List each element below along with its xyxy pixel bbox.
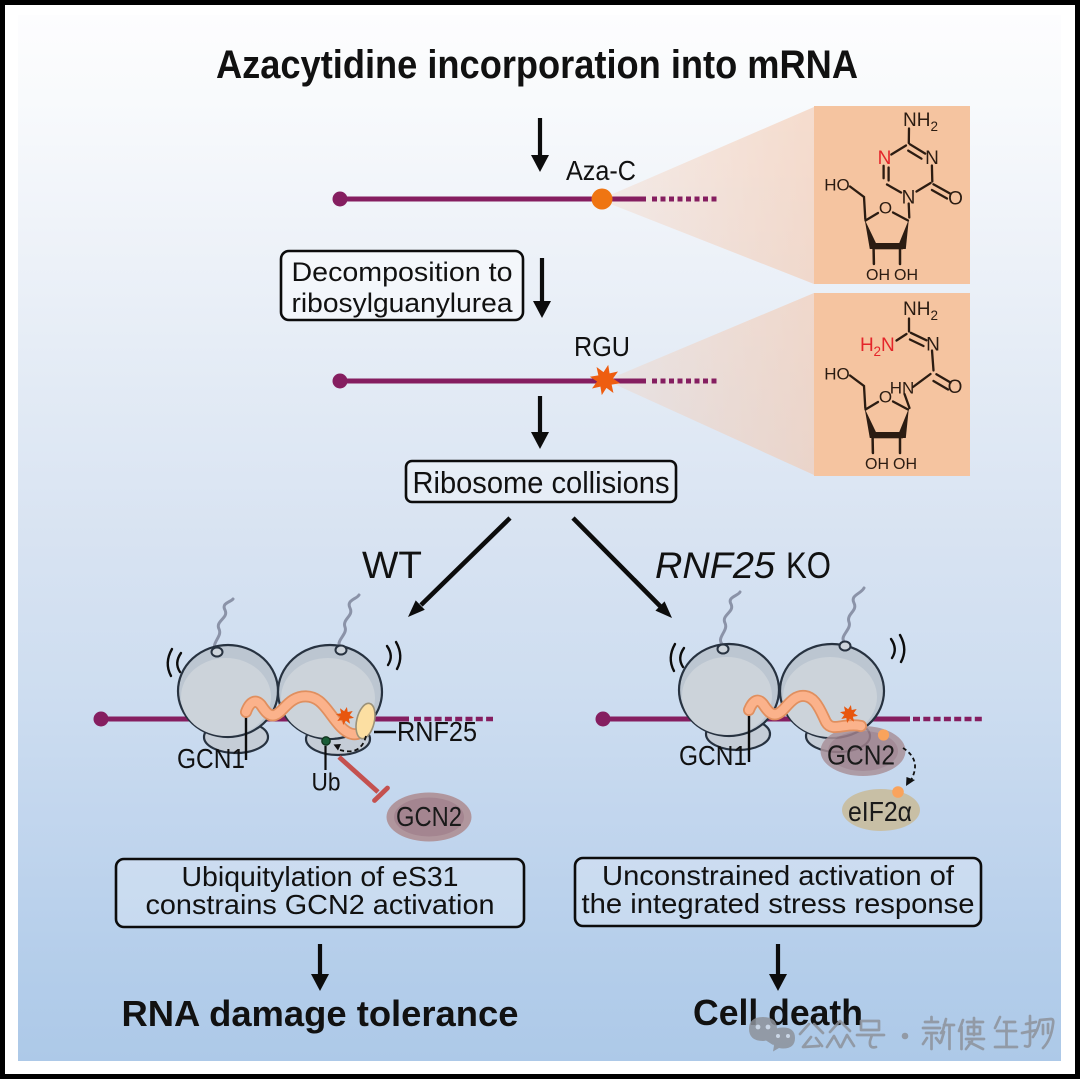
svg-text:KO: KO bbox=[786, 545, 831, 586]
svg-text:GCN1: GCN1 bbox=[679, 740, 747, 771]
svg-text:OH: OH bbox=[866, 267, 890, 284]
svg-text:N: N bbox=[925, 148, 939, 169]
svg-text:Aza-C: Aza-C bbox=[566, 155, 636, 186]
svg-text:Cell death: Cell death bbox=[693, 992, 863, 1033]
svg-text:OH: OH bbox=[893, 456, 917, 473]
svg-text:Unconstrained activation of: Unconstrained activation of bbox=[602, 860, 954, 891]
svg-text:ribosylguanylurea: ribosylguanylurea bbox=[292, 288, 514, 318]
svg-text:O: O bbox=[879, 199, 892, 218]
svg-text:O: O bbox=[879, 388, 892, 407]
svg-text:Ubiquitylation of eS31: Ubiquitylation of eS31 bbox=[182, 861, 459, 892]
svg-text:constrains GCN2 activation: constrains GCN2 activation bbox=[146, 889, 495, 920]
svg-text:N: N bbox=[878, 148, 892, 169]
svg-text:Azacytidine incorporation into: Azacytidine incorporation into mRNA bbox=[216, 43, 858, 87]
svg-text:RNF25: RNF25 bbox=[397, 716, 477, 747]
svg-text:HN: HN bbox=[890, 379, 915, 398]
svg-text:WT: WT bbox=[362, 545, 422, 587]
svg-text:Ribosome collisions: Ribosome collisions bbox=[413, 465, 670, 500]
svg-text:RNF25: RNF25 bbox=[655, 545, 775, 586]
svg-text:GCN1: GCN1 bbox=[177, 743, 245, 774]
svg-text:GCN2: GCN2 bbox=[827, 740, 895, 771]
svg-text:Ub: Ub bbox=[312, 769, 341, 797]
svg-text:N: N bbox=[881, 335, 895, 356]
svg-text:N: N bbox=[926, 335, 940, 356]
svg-text:H: H bbox=[860, 335, 874, 356]
svg-text:HO: HO bbox=[824, 365, 850, 384]
svg-text:O: O bbox=[948, 377, 963, 398]
svg-text:O: O bbox=[948, 189, 963, 210]
svg-text:the integrated stress response: the integrated stress response bbox=[582, 888, 975, 919]
svg-text:N: N bbox=[902, 188, 916, 209]
svg-text:GCN2: GCN2 bbox=[396, 801, 462, 832]
svg-text:HO: HO bbox=[824, 176, 850, 195]
svg-text:Decomposition to: Decomposition to bbox=[292, 257, 513, 287]
svg-text:2: 2 bbox=[874, 344, 882, 359]
svg-text:RNA damage tolerance: RNA damage tolerance bbox=[122, 993, 519, 1034]
svg-text:eIF2α: eIF2α bbox=[848, 796, 912, 827]
svg-text:OH: OH bbox=[894, 267, 918, 284]
svg-text:RGU: RGU bbox=[574, 331, 630, 362]
svg-text:OH: OH bbox=[865, 456, 889, 473]
